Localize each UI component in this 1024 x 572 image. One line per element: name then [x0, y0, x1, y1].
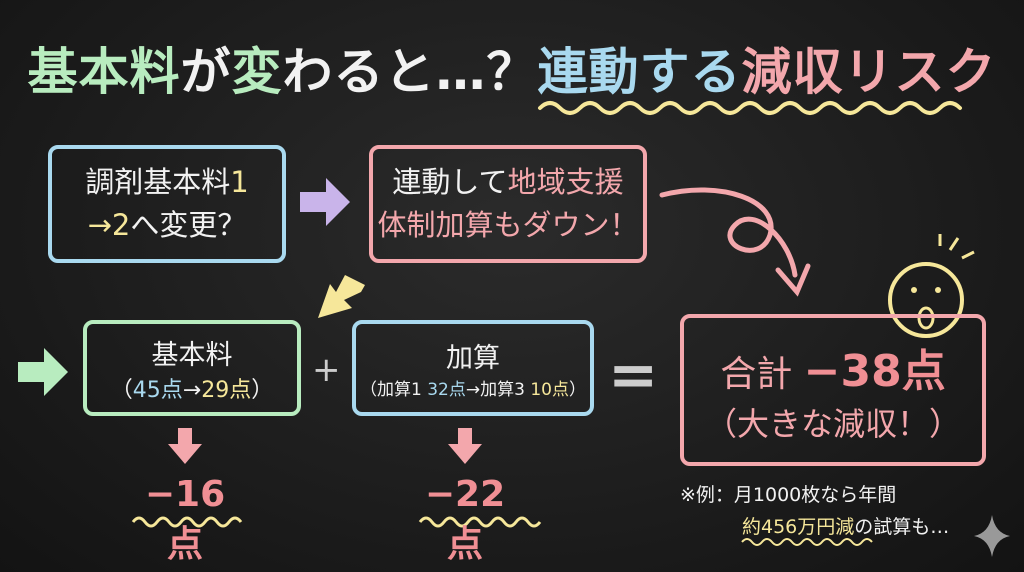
text: ） [569, 380, 586, 400]
text: 10点 [530, 380, 569, 400]
equals-sign: = [608, 340, 659, 410]
plus-sign: + [312, 350, 341, 390]
total-box: 合計 −38点 （大きな減収！） [680, 314, 986, 466]
title-part: 連動する [537, 43, 742, 101]
text: 体制加算 [377, 208, 494, 242]
text: （ [360, 380, 377, 400]
text: 調剤基本料 [85, 164, 231, 199]
base-fee-change-box: 調剤基本料1 →2へ変更？ [48, 145, 286, 263]
total-value: −38点 [803, 346, 946, 397]
text: 1 [230, 164, 249, 199]
down-arrow-icon-2 [448, 428, 482, 464]
note-rest: の試算も… [854, 516, 950, 538]
text: 2 [111, 208, 131, 242]
addition-title: 加算 [446, 343, 500, 374]
text: → [87, 208, 112, 242]
title-part: 変 [231, 43, 283, 101]
text: 加算1 [377, 380, 428, 400]
text: → [465, 380, 481, 400]
text: 45点 [132, 377, 183, 403]
basic-fee-title: 基本料 [151, 339, 233, 371]
box-line: 連動して地域支援 [392, 161, 623, 205]
title-part: が [180, 43, 232, 101]
note-highlight: 約456万円減 [742, 516, 855, 538]
text: （ [110, 377, 133, 403]
basic-fee-box: 基本料 （45点→29点） [83, 320, 301, 416]
box-line: 調剤基本料1 [85, 161, 248, 205]
text: 加算3 [480, 380, 531, 400]
regional-support-box: 連動して地域支援 体制加算もダウン！ [369, 145, 647, 263]
note-line-1: ※例：月1000枚なら年間 [680, 484, 897, 506]
text: → [182, 377, 202, 403]
surprised-face-icon [888, 234, 975, 338]
text: ） [251, 377, 274, 403]
green-arrow-icon [18, 348, 68, 396]
curved-arrow-head [775, 263, 811, 297]
basic-fee-result: −16点 [144, 474, 226, 565]
total-line: 合計 −38点 [720, 335, 946, 399]
note-line-2: 約456万円減の試算も… [742, 512, 949, 539]
text: 地域支援 [507, 164, 624, 199]
sparkle-icon [974, 515, 1010, 557]
total-label: 合計 [720, 354, 793, 395]
page-title: 基本料が変わると…？連動する減収リスク [0, 32, 1024, 104]
box-line: 体制加算もダウン！ [377, 204, 638, 248]
addition-box: 加算 （加算1 32点→加算3 10点） [352, 320, 594, 416]
text: もダウン！ [493, 208, 639, 242]
text: 29点 [201, 377, 252, 403]
text: 連動して [392, 164, 508, 199]
underline-22 [418, 516, 542, 528]
title-part: 減収リスク [741, 43, 997, 101]
addition-detail: （加算1 32点→加算3 10点） [360, 375, 586, 400]
purple-arrow-icon [300, 178, 350, 226]
yellow-diagonal-arrow-icon [318, 275, 365, 318]
title-part: わると…？ [282, 43, 538, 101]
title-underline [538, 101, 962, 115]
text: 32点 [427, 380, 466, 400]
underline-456 [741, 538, 873, 546]
down-arrow-icon-1 [168, 428, 202, 464]
underline-16 [131, 516, 243, 528]
text: へ変更？ [130, 208, 247, 242]
title-part: 基本料 [27, 43, 181, 101]
total-subtitle: （大きな減収！） [704, 405, 961, 443]
curved-arrow-icon [659, 187, 798, 278]
addition-result: −22点 [424, 474, 506, 565]
box-line: →2へ変更？ [88, 204, 247, 248]
basic-fee-detail: （45点→29点） [111, 372, 273, 404]
